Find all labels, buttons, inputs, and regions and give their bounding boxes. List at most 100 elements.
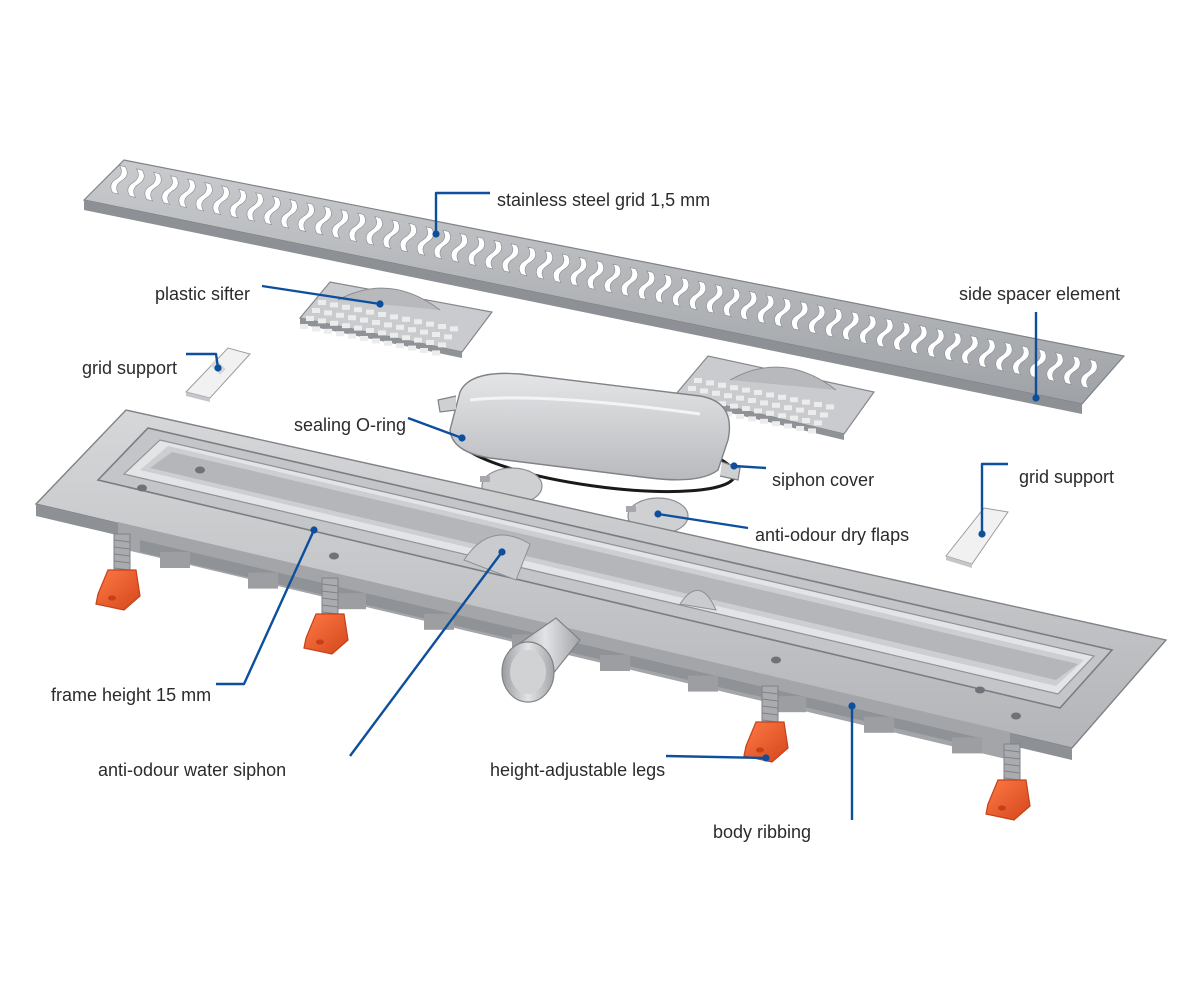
- leg: [95, 533, 141, 611]
- mesh-cell: [760, 400, 768, 406]
- leader-dot: [848, 702, 856, 710]
- leader-dot: [432, 230, 440, 238]
- rib: [336, 593, 366, 610]
- label-side-spacer-element: side spacer element: [959, 284, 1120, 304]
- mesh-cell: [396, 343, 404, 349]
- plastic-sifter-left: [298, 281, 494, 358]
- mesh-cell: [736, 395, 744, 401]
- leader-line: [407, 416, 463, 440]
- mesh-cell: [790, 415, 798, 421]
- grid-wave-slots: [110, 164, 1098, 389]
- mesh-cell: [754, 390, 762, 395]
- grid-slot: [638, 270, 656, 301]
- mesh-cell: [814, 402, 822, 407]
- leader-line: [434, 191, 490, 234]
- mesh-cell: [748, 398, 756, 403]
- flange-hole: [975, 686, 985, 694]
- grid-slot: [552, 253, 570, 284]
- mesh-cell: [718, 382, 726, 388]
- grid-slot: [110, 164, 128, 195]
- mesh-cell: [826, 404, 834, 410]
- grid-slot: [927, 328, 945, 358]
- grid-slot: [518, 246, 536, 277]
- mesh-cell: [730, 403, 738, 409]
- grid-slot: [961, 335, 979, 365]
- leader-dot: [730, 462, 738, 470]
- grid-slot: [399, 222, 417, 253]
- leader-dot: [376, 300, 384, 308]
- mesh-cell: [336, 312, 344, 318]
- height-adjustable-legs: [95, 533, 1031, 821]
- grid-slot: [178, 178, 196, 209]
- grid-slot: [876, 318, 894, 348]
- grid-slot: [450, 233, 468, 263]
- leader-dot: [310, 526, 318, 534]
- grid-slot: [314, 205, 332, 236]
- mesh-cell: [742, 406, 750, 411]
- rib: [776, 696, 806, 713]
- mesh-cell: [784, 405, 792, 411]
- grid-support-right: [945, 507, 1009, 568]
- grid-slot: [569, 256, 588, 287]
- mesh-cell: [808, 410, 816, 415]
- mesh-cell: [814, 420, 822, 426]
- flange-holes: [137, 466, 1021, 720]
- mesh-cell: [426, 340, 434, 345]
- stainless-steel-grid: [82, 159, 1126, 414]
- mesh-cell: [348, 333, 356, 339]
- mesh-cell: [384, 340, 392, 346]
- mesh-cell: [384, 322, 392, 328]
- grid-slot: [331, 209, 349, 239]
- label-plastic-sifter: plastic sifter: [155, 284, 250, 304]
- leader-dot: [762, 754, 770, 762]
- label-anti-odour-water-siphon: anti-odour water siphon: [98, 760, 286, 780]
- grid-slot: [910, 324, 928, 355]
- mesh-cell: [414, 337, 422, 343]
- mesh-cell: [796, 426, 804, 431]
- leader-dot: [654, 510, 662, 518]
- grid-slot: [1063, 355, 1081, 386]
- rib: [600, 655, 630, 671]
- grid-slot: [484, 239, 502, 270]
- mesh-cell: [342, 323, 350, 329]
- grid-slot: [127, 168, 145, 198]
- mesh-cell: [778, 394, 786, 400]
- rib: [688, 675, 718, 692]
- grid-slot: [535, 250, 553, 280]
- mesh-cell: [378, 312, 386, 317]
- leader-line: [665, 754, 767, 760]
- mesh-cell: [754, 408, 762, 414]
- mesh-cell: [724, 411, 732, 417]
- mesh-cell: [372, 320, 380, 325]
- mesh-cell: [688, 386, 696, 391]
- grid-slot: [757, 294, 775, 324]
- leader-dot: [978, 530, 986, 538]
- mesh-cell: [324, 310, 332, 316]
- mesh-cell: [330, 302, 338, 308]
- grid-slot: [229, 188, 247, 219]
- mesh-cell: [300, 324, 308, 329]
- label-grid-support-left: grid support: [82, 358, 177, 378]
- mesh-cell: [402, 316, 410, 322]
- grid-slot: [263, 195, 281, 226]
- mesh-cell: [348, 315, 356, 321]
- leader-dot: [458, 434, 466, 442]
- mesh-cell: [360, 317, 368, 323]
- grid-slot: [1080, 358, 1098, 389]
- leader-line: [261, 284, 381, 306]
- mesh-cell: [426, 321, 434, 327]
- grid-support-left: [185, 347, 251, 402]
- grid-slot: [672, 277, 690, 307]
- mesh-cell: [760, 418, 768, 424]
- mesh-cell: [712, 390, 720, 396]
- leg: [743, 685, 789, 763]
- grid-slot: [382, 219, 400, 249]
- mesh-cell: [318, 318, 326, 324]
- leg: [985, 743, 1031, 821]
- label-grid-support-right: grid support: [1019, 467, 1114, 487]
- label-frame-height: frame height 15 mm: [51, 685, 211, 705]
- callout-labels: stainless steel grid 1,5 mm plastic sift…: [51, 190, 1120, 842]
- rib: [864, 716, 894, 733]
- mesh-cell: [706, 380, 714, 386]
